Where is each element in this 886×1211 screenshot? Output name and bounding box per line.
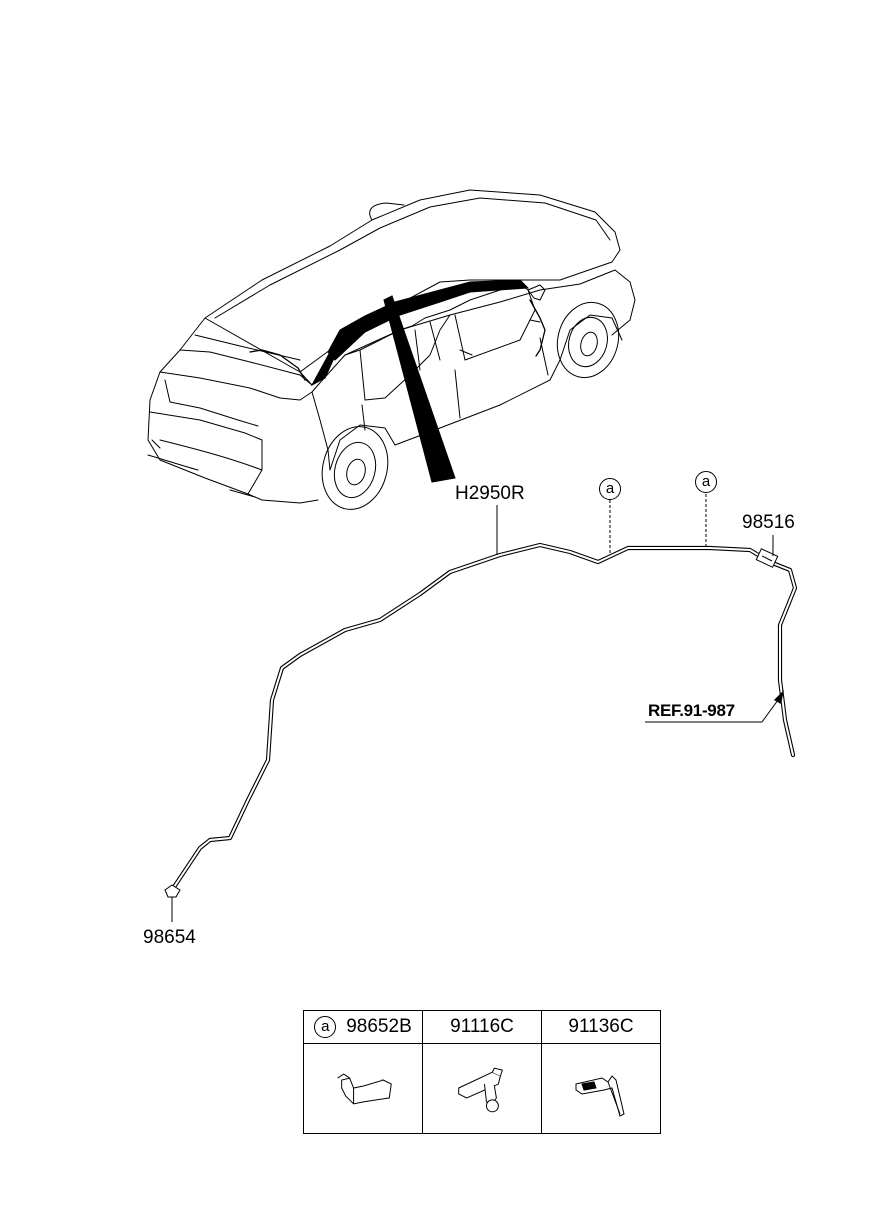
- parts-table-header-1: a 98652B: [304, 1011, 423, 1044]
- leader-lines: [171, 494, 779, 922]
- harness-route-highlight: [310, 279, 530, 483]
- parts-table-header-3: 91136C: [542, 1011, 660, 1044]
- reference-label: REF.91-987: [648, 701, 735, 720]
- end-connector: [755, 548, 779, 568]
- parts-table-col-3: 91136C: [568, 1016, 634, 1037]
- ref-arrow-head: [774, 690, 784, 704]
- clip-marker-2: a: [695, 471, 717, 493]
- parts-table-col-2: 91116C: [450, 1016, 514, 1037]
- holder-part-icon: [575, 1075, 625, 1117]
- parts-table-col-1: 98652B: [346, 1016, 412, 1037]
- vehicle-illustration: [147, 189, 636, 510]
- parts-table-marker: a: [314, 1016, 337, 1038]
- parts-table: a 98652B 91116C 91136C: [303, 1010, 661, 1134]
- harness-wire: [169, 542, 798, 893]
- part-illustration-cell-3: [542, 1044, 660, 1133]
- harness-part-label: H2950R: [455, 483, 525, 504]
- part-illustration-cell-2: [423, 1044, 542, 1133]
- bracket-part-icon: [458, 1067, 503, 1113]
- nozzle-connector: [164, 884, 181, 898]
- clip-marker-1: a: [599, 478, 621, 500]
- nozzle-part-label: 98654: [143, 927, 196, 948]
- parts-table-header-2: 91116C: [423, 1011, 542, 1044]
- part-illustration-cell-1: [304, 1044, 423, 1133]
- end-connector-part-label: 98516: [742, 512, 795, 533]
- clip-part-icon: [337, 1073, 392, 1105]
